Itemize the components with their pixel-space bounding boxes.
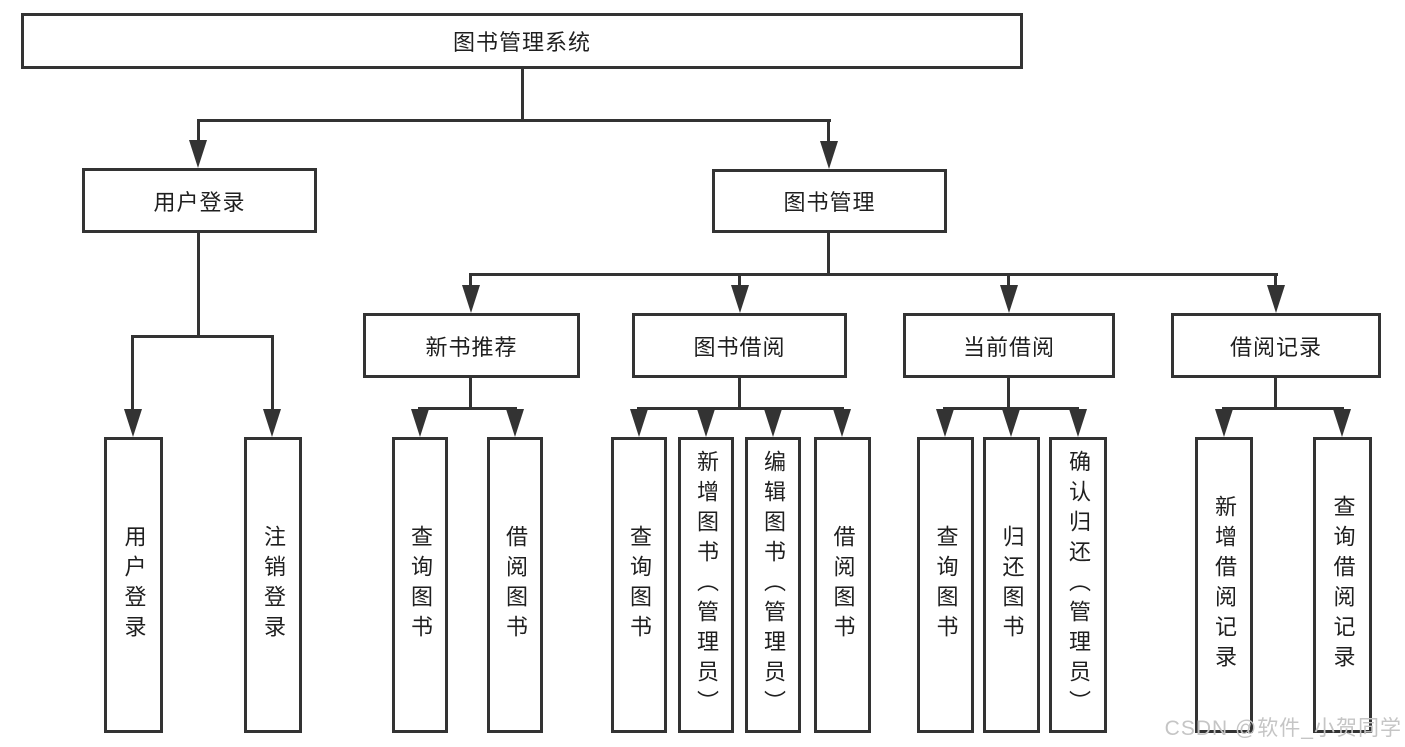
connector-line — [469, 378, 472, 407]
arrowhead-down-icon — [820, 141, 838, 169]
node-book-borrowing: 图书借阅 — [632, 313, 847, 378]
leaf-borrow-edit-books-admin: 编辑图书（管理员） — [745, 437, 801, 733]
node-label: 借阅记录 — [1229, 334, 1322, 360]
arrowhead-down-icon — [506, 409, 524, 437]
connector-line — [131, 335, 274, 338]
node-label: 编辑图书（管理员） — [761, 450, 786, 720]
leaf-newbook-query-books: 查询图书 — [392, 437, 448, 733]
arrowhead-down-icon — [462, 285, 480, 313]
leaf-record-add-borrow-record: 新增借阅记录 — [1195, 437, 1253, 733]
arrowhead-down-icon — [731, 285, 749, 313]
connector-line — [738, 378, 741, 407]
arrowhead-down-icon — [189, 140, 207, 168]
arrowhead-down-icon — [697, 409, 715, 437]
node-label: 用户登录 — [153, 189, 246, 215]
leaf-user-login: 用户登录 — [104, 437, 163, 733]
node-label: 图书管理 — [783, 190, 876, 215]
connector-line — [1007, 378, 1010, 407]
node-borrowing-records: 借阅记录 — [1171, 313, 1381, 378]
connector-line — [943, 407, 1079, 410]
connector-line — [637, 407, 844, 410]
connector-line — [271, 335, 274, 411]
connector-line — [197, 119, 200, 143]
leaf-current-confirm-return-admin: 确认归还（管理员） — [1049, 437, 1107, 733]
leaf-newbook-borrow-books: 借阅图书 — [487, 437, 543, 733]
node-label: 新增借阅记录 — [1212, 495, 1237, 675]
node-current-borrowing: 当前借阅 — [903, 313, 1115, 378]
arrowhead-down-icon — [764, 409, 782, 437]
node-label: 图书管理系统 — [452, 30, 591, 55]
connector-line — [418, 407, 517, 410]
arrowhead-down-icon — [833, 409, 851, 437]
leaf-current-query-books: 查询图书 — [917, 437, 974, 733]
node-label: 确认归还（管理员） — [1066, 450, 1091, 720]
node-label: 新书推荐 — [425, 334, 518, 360]
connector-line — [1274, 273, 1277, 287]
leaf-logout: 注销登录 — [244, 437, 302, 733]
connector-line — [197, 119, 831, 122]
connector-line — [1222, 407, 1344, 410]
node-label: 查询借阅记录 — [1330, 495, 1356, 675]
leaf-borrow-borrow-books: 借阅图书 — [814, 437, 871, 733]
arrowhead-down-icon — [411, 409, 429, 437]
node-label: 图书借阅 — [693, 334, 786, 360]
node-user-login: 用户登录 — [82, 168, 317, 233]
arrowhead-down-icon — [263, 409, 281, 437]
arrowhead-down-icon — [124, 409, 142, 437]
connector-line — [827, 233, 830, 273]
connector-line — [521, 69, 524, 120]
connector-line — [1007, 273, 1010, 287]
arrowhead-down-icon — [1215, 409, 1233, 437]
leaf-current-return-books: 归还图书 — [983, 437, 1040, 733]
node-label: 查询图书 — [627, 525, 652, 645]
connector-line — [1274, 378, 1277, 407]
arrowhead-down-icon — [1333, 409, 1351, 437]
arrowhead-down-icon — [1002, 409, 1020, 437]
node-library-management-system: 图书管理系统 — [21, 13, 1023, 69]
arrowhead-down-icon — [1000, 285, 1018, 313]
connector-line — [738, 273, 741, 287]
node-label: 归还图书 — [999, 525, 1025, 645]
connector-line — [131, 335, 134, 411]
node-label: 注销登录 — [261, 525, 286, 645]
arrowhead-down-icon — [1267, 285, 1285, 313]
csdn-watermark: CSDN @软件_小贺同学 — [1164, 717, 1402, 740]
node-label: 当前借阅 — [962, 334, 1055, 360]
node-book-management: 图书管理 — [712, 169, 947, 233]
arrowhead-down-icon — [936, 409, 954, 437]
connector-line — [469, 273, 472, 287]
node-label: 借阅图书 — [503, 525, 528, 645]
node-new-book-recommend: 新书推荐 — [363, 313, 580, 378]
node-label: 新增图书（管理员） — [694, 450, 719, 720]
arrowhead-down-icon — [1069, 409, 1087, 437]
arrowhead-down-icon — [630, 409, 648, 437]
node-label: 用户登录 — [121, 525, 147, 645]
node-label: 查询图书 — [408, 525, 433, 645]
leaf-borrow-query-books: 查询图书 — [611, 437, 667, 733]
connector-line — [469, 273, 1278, 276]
connector-line — [827, 119, 830, 144]
node-label: 借阅图书 — [830, 525, 856, 645]
leaf-borrow-add-books-admin: 新增图书（管理员） — [678, 437, 734, 733]
leaf-record-query-borrow-record: 查询借阅记录 — [1313, 437, 1372, 733]
node-label: 查询图书 — [933, 525, 959, 645]
connector-line — [197, 233, 200, 335]
